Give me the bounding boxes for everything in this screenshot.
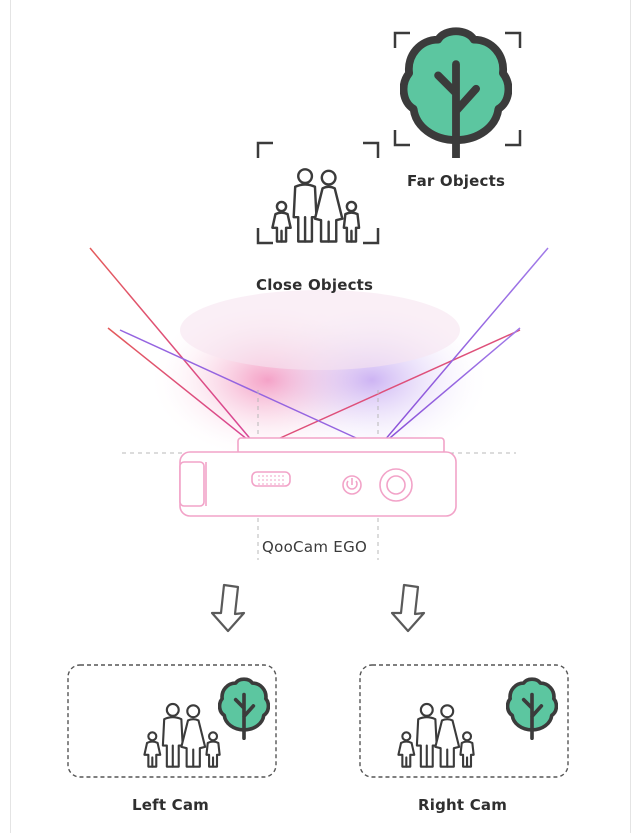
far-object-group	[393, 31, 522, 158]
right-cam-label: Right Cam	[418, 796, 508, 814]
center-haze	[180, 290, 460, 370]
power-icon	[342, 475, 362, 495]
hollow-arrow-down-icon	[210, 583, 246, 633]
left-cam-label: Left Cam	[132, 796, 210, 814]
far-frame-brackets	[393, 31, 522, 147]
left-camera-rays	[89, 247, 521, 449]
right-camera-rays	[119, 247, 549, 449]
right-border-line	[630, 0, 631, 833]
right-cam-view	[359, 664, 569, 778]
qoocam-ego-device	[179, 437, 457, 517]
far-objects-label: Far Objects	[407, 172, 506, 190]
family-icon	[143, 702, 221, 768]
tree-icon	[508, 679, 557, 738]
left-cam-view	[67, 664, 277, 778]
family-icon	[270, 167, 361, 243]
left-border-line	[10, 0, 11, 833]
close-objects-label: Close Objects	[256, 276, 374, 294]
tree-icon	[404, 31, 509, 158]
grille-dots	[258, 475, 284, 485]
close-frame-brackets	[256, 141, 380, 245]
tree-icon	[220, 679, 269, 738]
brand-logo-text: QooCam EGO	[262, 538, 368, 556]
hollow-arrow-down-icon	[390, 583, 426, 633]
family-icon	[397, 702, 475, 768]
close-object-group	[256, 141, 380, 245]
